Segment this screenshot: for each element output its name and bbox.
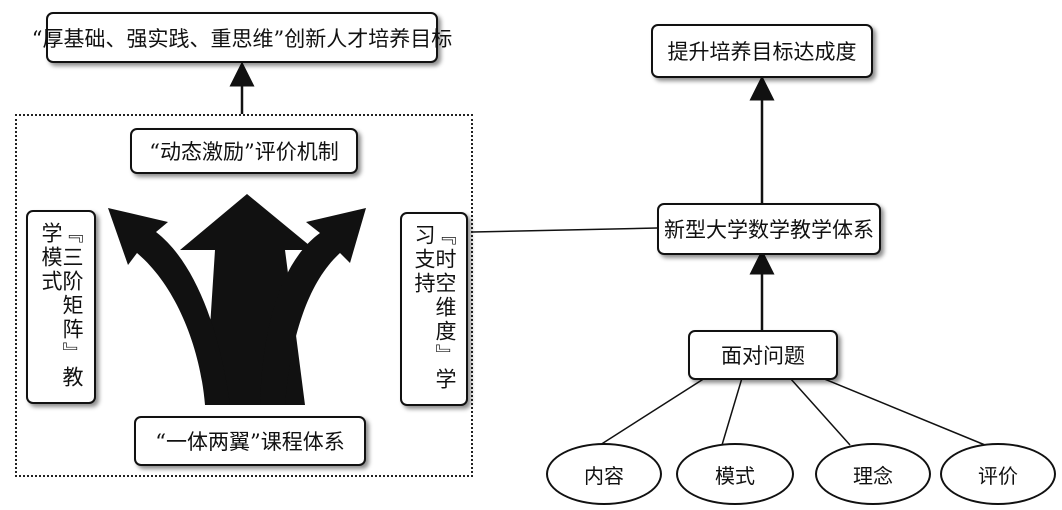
aspect-label: 评价: [978, 463, 1018, 488]
link-framework-to-system: [472, 227, 658, 233]
link-problem-content: [599, 377, 706, 446]
aspect-label: 理念: [853, 463, 893, 488]
problem-box: 面对问题: [688, 330, 838, 380]
aspect-oval-mode: 模式: [676, 443, 794, 505]
aspect-oval-concept: 理念: [815, 443, 931, 505]
aspect-label: 模式: [715, 463, 755, 488]
evaluation-box: “动态激励”评价机制: [130, 128, 358, 174]
system-label: 新型大学数学教学体系: [664, 218, 874, 242]
right-goal-box: 提升培养目标达成度: [651, 24, 873, 78]
teaching-mode-label: 『三阶矩阵』教学模式: [39, 222, 84, 390]
link-problem-mode: [721, 377, 743, 446]
learning-support-label: 『时空维度』学习支持: [412, 224, 457, 392]
teaching-mode-box: 『三阶矩阵』教学模式: [26, 210, 96, 404]
system-box: 新型大学数学教学体系: [657, 203, 881, 255]
curriculum-label: “一体两翼”课程体系: [155, 430, 345, 454]
link-problem-evaluation: [821, 377, 986, 446]
curriculum-box: “一体两翼”课程体系: [134, 416, 366, 466]
aspect-oval-content: 内容: [546, 443, 662, 505]
evaluation-label: “动态激励”评价机制: [149, 140, 339, 164]
left-goal-box: “厚基础、强实践、重思维”创新人才培养目标: [32, 12, 452, 63]
aspect-oval-evaluation: 评价: [940, 443, 1056, 505]
framework-dashed-container: [15, 114, 473, 477]
left-goal-label: “厚基础、强实践、重思维”创新人才培养目标: [31, 26, 453, 51]
link-problem-concept: [789, 377, 851, 446]
right-goal-label: 提升培养目标达成度: [667, 40, 857, 64]
problem-label: 面对问题: [721, 344, 805, 368]
three-way-arrow-graphic: [108, 194, 366, 405]
learning-support-box: 『时空维度』学习支持: [400, 212, 468, 406]
aspect-label: 内容: [584, 463, 624, 488]
